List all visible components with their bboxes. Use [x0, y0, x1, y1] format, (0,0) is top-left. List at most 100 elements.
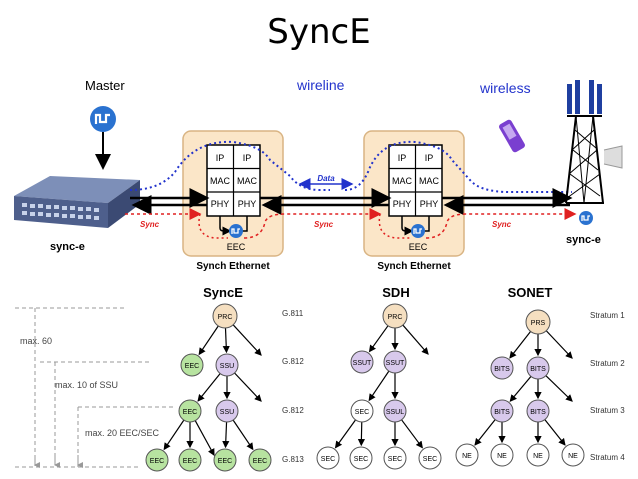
stack2-cell: MAC: [419, 176, 440, 186]
protocol-stack-2: [388, 144, 443, 217]
tree-node: BITS: [526, 356, 550, 380]
tree-node-label: SSU: [220, 363, 234, 370]
tree-edge: [222, 326, 230, 354]
master-clock-icon: [90, 106, 116, 132]
tree-node-label: PRS: [531, 320, 546, 327]
tree-edge: [232, 323, 262, 356]
tree-node-label: SEC: [321, 456, 335, 463]
eec1-connector: [242, 216, 248, 232]
master-label: Master: [85, 78, 125, 93]
tree-node-label: EEC: [183, 458, 197, 465]
tree-edge: [509, 330, 532, 359]
tree-node-label: EEC: [185, 363, 199, 370]
tree-edge: [197, 373, 221, 402]
left-switch-icon: [14, 176, 140, 228]
tree-node: SEC: [350, 399, 374, 423]
tree-node: SEC: [316, 446, 340, 470]
tree-node-label: SEC: [423, 456, 437, 463]
tree-node: SEC: [383, 446, 407, 470]
stack2-cell: PHY: [393, 199, 412, 209]
g812-label: G.812: [282, 357, 304, 366]
stack1-cell: MAC: [210, 176, 231, 186]
wireline-label: wireline: [296, 77, 345, 93]
sdh-tree-title: SDH: [382, 285, 409, 300]
tree-edge: [232, 419, 254, 451]
tree-node-label: BITS: [530, 409, 546, 416]
tree-node: BITS: [490, 399, 514, 423]
sync-e-right-label: sync-e: [566, 234, 601, 246]
tree-node-label: NE: [533, 453, 543, 460]
tree-node-label: EEC: [150, 458, 164, 465]
radio-tower-icon: [565, 80, 623, 204]
tree-node-label: PRC: [218, 314, 233, 321]
tree-node: BITS: [526, 399, 550, 423]
tower-clock-icon: [579, 211, 593, 225]
tree-node: PRC: [212, 303, 238, 329]
tree-node-label: EEC: [253, 458, 267, 465]
tree-node: BITS: [490, 356, 514, 380]
tree-edge: [545, 375, 573, 402]
level-guide-lines: [15, 307, 175, 468]
max10-label: max. 10 of SSU: [55, 380, 118, 390]
tree-node-label: EEC: [218, 458, 232, 465]
sync-e-left-label: sync-e: [50, 241, 85, 253]
tree-node-label: NE: [497, 453, 507, 460]
tree-node: EEC: [248, 448, 272, 472]
data-path-line: [344, 140, 572, 193]
tree-node-label: SSUT: [353, 360, 372, 367]
stack2-cell: PHY: [420, 199, 439, 209]
tree-node: NE: [455, 443, 479, 467]
tree-node: SSU: [215, 353, 239, 377]
tree-edge: [222, 421, 230, 449]
tree-node-label: SSUT: [386, 360, 405, 367]
stratum2-label: Stratum 2: [590, 359, 625, 368]
stratum3-label: Stratum 3: [590, 406, 625, 415]
stack2-cell: IP: [398, 153, 407, 163]
tree-node: SSUT: [350, 350, 374, 374]
tree-edge: [401, 419, 423, 449]
tree-edge: [198, 324, 220, 356]
sonet-tree-title: SONET: [508, 285, 553, 300]
tree-node: SEC: [418, 446, 442, 470]
g812-label: G.812: [282, 406, 304, 415]
tree-node: PRS: [525, 309, 551, 335]
tree-edge: [368, 324, 390, 353]
synch-ethernet-label-2: Synch Ethernet: [377, 261, 451, 272]
sync-label: Sync: [492, 220, 512, 229]
data-label: Data: [317, 174, 335, 183]
stratum1-label: Stratum 1: [590, 311, 625, 320]
eec2-connector: [424, 216, 430, 232]
sync-label: Sync: [314, 220, 334, 229]
stack1-cell: IP: [216, 153, 225, 163]
tree-edge: [544, 419, 566, 446]
g811-label: G.811: [282, 309, 304, 318]
stack2-cell: IP: [425, 153, 434, 163]
page-title: SyncE: [267, 12, 371, 52]
eec-label-2: EEC: [409, 242, 428, 252]
wireless-label: wireless: [479, 80, 531, 96]
tree-node-label: SEC: [355, 409, 369, 416]
mobile-phone-icon: [499, 119, 525, 153]
tree-edge: [509, 376, 532, 402]
tree-edge: [545, 329, 573, 359]
tree-node-label: SEC: [354, 456, 368, 463]
stack1-cell: IP: [243, 153, 252, 163]
tree-edge: [163, 419, 185, 451]
stack1-cell: PHY: [211, 199, 230, 209]
synch-ethernet-label-1: Synch Ethernet: [196, 261, 270, 272]
tree-node: SSU: [215, 399, 239, 423]
tree-node-label: BITS: [494, 409, 510, 416]
tree-node: EEC: [145, 448, 169, 472]
tree-edge: [368, 370, 390, 402]
eec2-connector: [401, 216, 414, 236]
tree-node-label: BITS: [494, 366, 510, 373]
tree-node: NE: [526, 443, 550, 467]
tree-node-label: NE: [462, 453, 472, 460]
tree-node: NE: [490, 443, 514, 467]
eec-clock-icon: [229, 224, 243, 238]
tree-edge: [474, 419, 496, 446]
tree-node: EEC: [178, 448, 202, 472]
tree-edge: [234, 372, 262, 402]
